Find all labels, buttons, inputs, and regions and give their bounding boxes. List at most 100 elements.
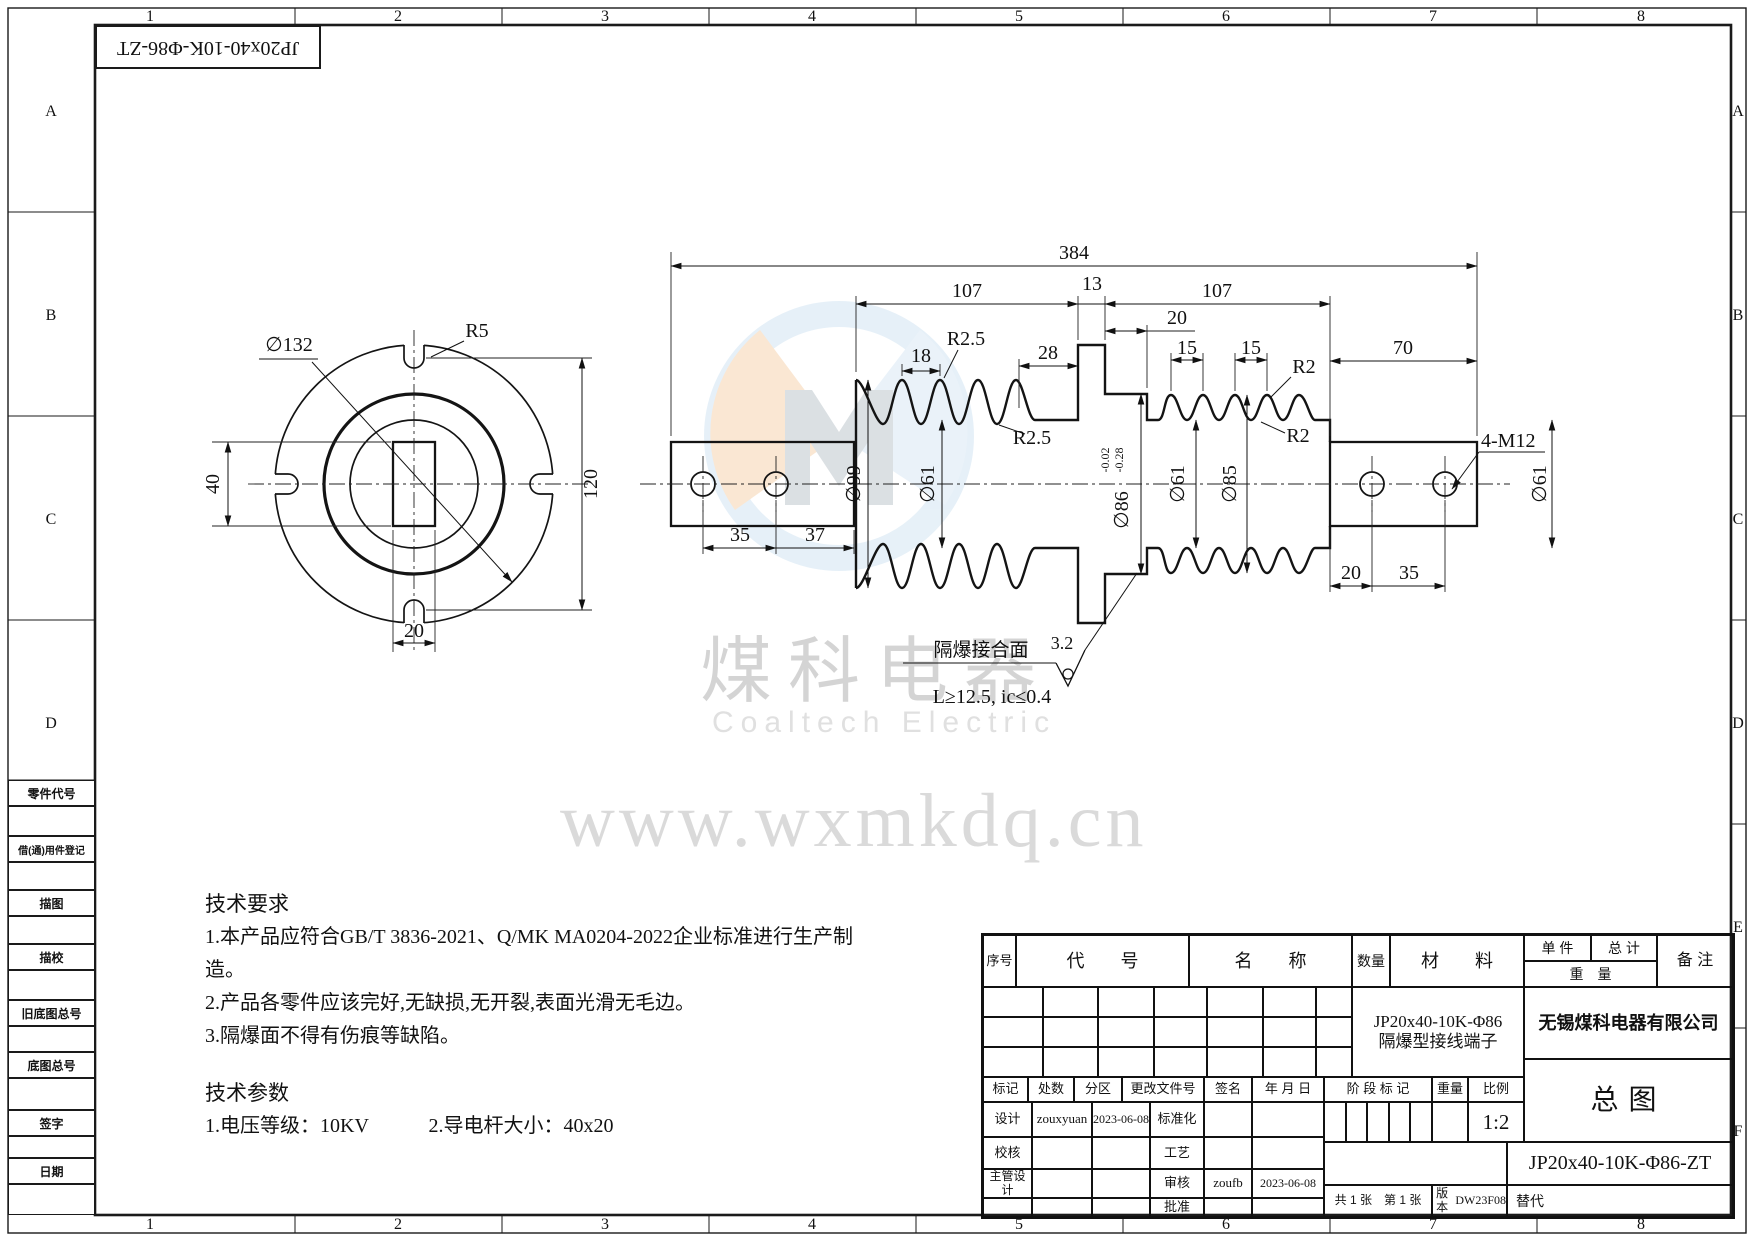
- margin-empty-cell: [8, 1078, 95, 1110]
- margin-empty-cell: [8, 806, 95, 836]
- bom-empty-cell: [1263, 1017, 1316, 1047]
- dim-label: R2.5: [1013, 427, 1051, 449]
- dim-label: 20: [1341, 562, 1361, 584]
- dim-label: ∅61: [917, 465, 939, 502]
- stage-mark-box: [1367, 1102, 1389, 1142]
- empty-cell: [1204, 1102, 1252, 1137]
- th-weight: 重 量: [1524, 961, 1657, 987]
- rotated-title-box: JP20x40-10K-Φ86-ZT: [95, 25, 321, 69]
- margin-empty-cell: [8, 862, 95, 890]
- dim-label: ∅61: [1167, 465, 1189, 502]
- zone-label: 6: [1222, 1216, 1230, 1233]
- dim-label: 37: [805, 524, 825, 546]
- rev-docno: 更改文件号: [1122, 1077, 1204, 1102]
- technical-requirements: 技术要求 1.本产品应符合GB/T 3836-2021、Q/MK MA0204-…: [205, 888, 865, 1143]
- dim-label: 20: [404, 620, 424, 642]
- dim-label: 70: [1393, 337, 1413, 359]
- part-model: JP20x40-10K-Φ86: [1373, 1012, 1503, 1032]
- empty-cell: [1252, 1102, 1324, 1137]
- empty-cell: [1252, 1198, 1324, 1217]
- design-sign: zouxyuan: [1032, 1102, 1092, 1137]
- tech-param-title: 技术参数: [205, 1081, 289, 1105]
- margin-label: 旧底图总号: [8, 1000, 95, 1026]
- zone-label: 7: [1429, 8, 1437, 25]
- bom-empty-cell: [983, 1017, 1043, 1047]
- zone-label: 1: [146, 1216, 154, 1233]
- th-name: 名 称: [1189, 935, 1352, 987]
- th-remark: 备 注: [1657, 935, 1733, 987]
- zone-label: 3: [601, 1216, 609, 1233]
- empty-cell: [1092, 1198, 1150, 1217]
- audit-sign: zoufb: [1204, 1169, 1252, 1198]
- bom-empty-cell: [1043, 987, 1098, 1017]
- rev-mark: 标记: [983, 1077, 1028, 1102]
- dim-label: 4-M12: [1481, 430, 1535, 452]
- role-check: 校核: [983, 1137, 1032, 1169]
- bom-empty-cell: [1098, 1047, 1154, 1077]
- bom-empty-cell: [1154, 1047, 1207, 1077]
- empty-cell: [1204, 1198, 1252, 1217]
- empty-cell: [1092, 1169, 1150, 1198]
- role-audit: 审核: [1150, 1169, 1204, 1198]
- dim-label: 35: [1399, 562, 1419, 584]
- stage-mark-box: [1345, 1102, 1368, 1142]
- bom-empty-cell: [983, 1047, 1043, 1077]
- dim-label: 隔爆接合面: [933, 639, 1028, 661]
- zone-label: C: [1733, 511, 1744, 528]
- empty-cell: [1204, 1137, 1252, 1169]
- zone-label: B: [46, 307, 57, 324]
- audit-date: 2023-06-08: [1252, 1169, 1324, 1198]
- dim-label: ∅86: [1111, 491, 1133, 528]
- bom-empty-cell: [983, 987, 1043, 1017]
- dim-label: -0.02: [1098, 448, 1112, 473]
- dim-label: 15: [1177, 337, 1197, 359]
- margin-label: 描图: [8, 890, 95, 916]
- th-total: 总 计: [1591, 935, 1657, 961]
- flange-notch: [529, 473, 558, 495]
- margin-empty-cell: [8, 1184, 95, 1215]
- zone-label: 5: [1015, 1216, 1023, 1233]
- zone-label: 1: [146, 8, 154, 25]
- dim-label: 18: [911, 345, 931, 367]
- zone-label: 4: [808, 1216, 816, 1233]
- dim-label: R2.5: [947, 328, 985, 350]
- part-name: 隔爆型接线端子: [1378, 1032, 1498, 1051]
- th-material: 材 料: [1390, 935, 1524, 987]
- doc-type-cell: 总图: [1524, 1059, 1733, 1142]
- zone-label: 7: [1429, 1216, 1437, 1233]
- zone-label: 6: [1222, 8, 1230, 25]
- dim-label: ∅132: [265, 334, 312, 356]
- bom-empty-cell: [1316, 1047, 1352, 1077]
- bom-empty-cell: [1316, 987, 1352, 1017]
- zone-label: A: [1732, 103, 1744, 120]
- margin-label: 底图总号: [8, 1052, 95, 1078]
- margin-empty-cell: [8, 970, 95, 1000]
- rev-sign: 签名: [1204, 1077, 1252, 1102]
- margin-empty-cell: [8, 1026, 95, 1052]
- version-cell: 版本 DW23F08: [1432, 1185, 1507, 1217]
- dim-label: 28: [1038, 342, 1058, 364]
- bom-empty-cell: [1043, 1017, 1098, 1047]
- dim-label: 13: [1082, 273, 1102, 295]
- zone-label: B: [1733, 307, 1744, 324]
- th-qty: 数量: [1352, 935, 1390, 987]
- role-standard: 标准化: [1150, 1102, 1204, 1137]
- margin-label: 借(通)用件登记: [8, 836, 95, 862]
- part-name-cell: JP20x40-10K-Φ86 隔爆型接线端子: [1352, 987, 1524, 1077]
- bom-empty-cell: [1316, 1017, 1352, 1047]
- dim-label: R2: [1286, 425, 1309, 447]
- zone-label: 2: [394, 8, 402, 25]
- empty-cell: [1032, 1198, 1092, 1217]
- empty-cell: [1032, 1137, 1092, 1169]
- zone-label: 3: [601, 8, 609, 25]
- tech-req-item: 1.本产品应符合GB/T 3836-2021、Q/MK MA0204-2022企…: [205, 926, 853, 981]
- tech-req-item: 2.产品各零件应该完好,无缺损,无开裂,表面光滑无毛边。: [205, 992, 695, 1014]
- stage-mark-box: [1388, 1102, 1411, 1142]
- company-cell: 无锡煤科电器有限公司: [1524, 987, 1733, 1059]
- zone-label: F: [1734, 1123, 1743, 1140]
- sheet-frame: [7, 7, 1747, 1234]
- rev-zone: 分区: [1074, 1077, 1122, 1102]
- tech-param-line: 1.电压等级：10KV 2.导电杆大小：40x20: [205, 1115, 614, 1137]
